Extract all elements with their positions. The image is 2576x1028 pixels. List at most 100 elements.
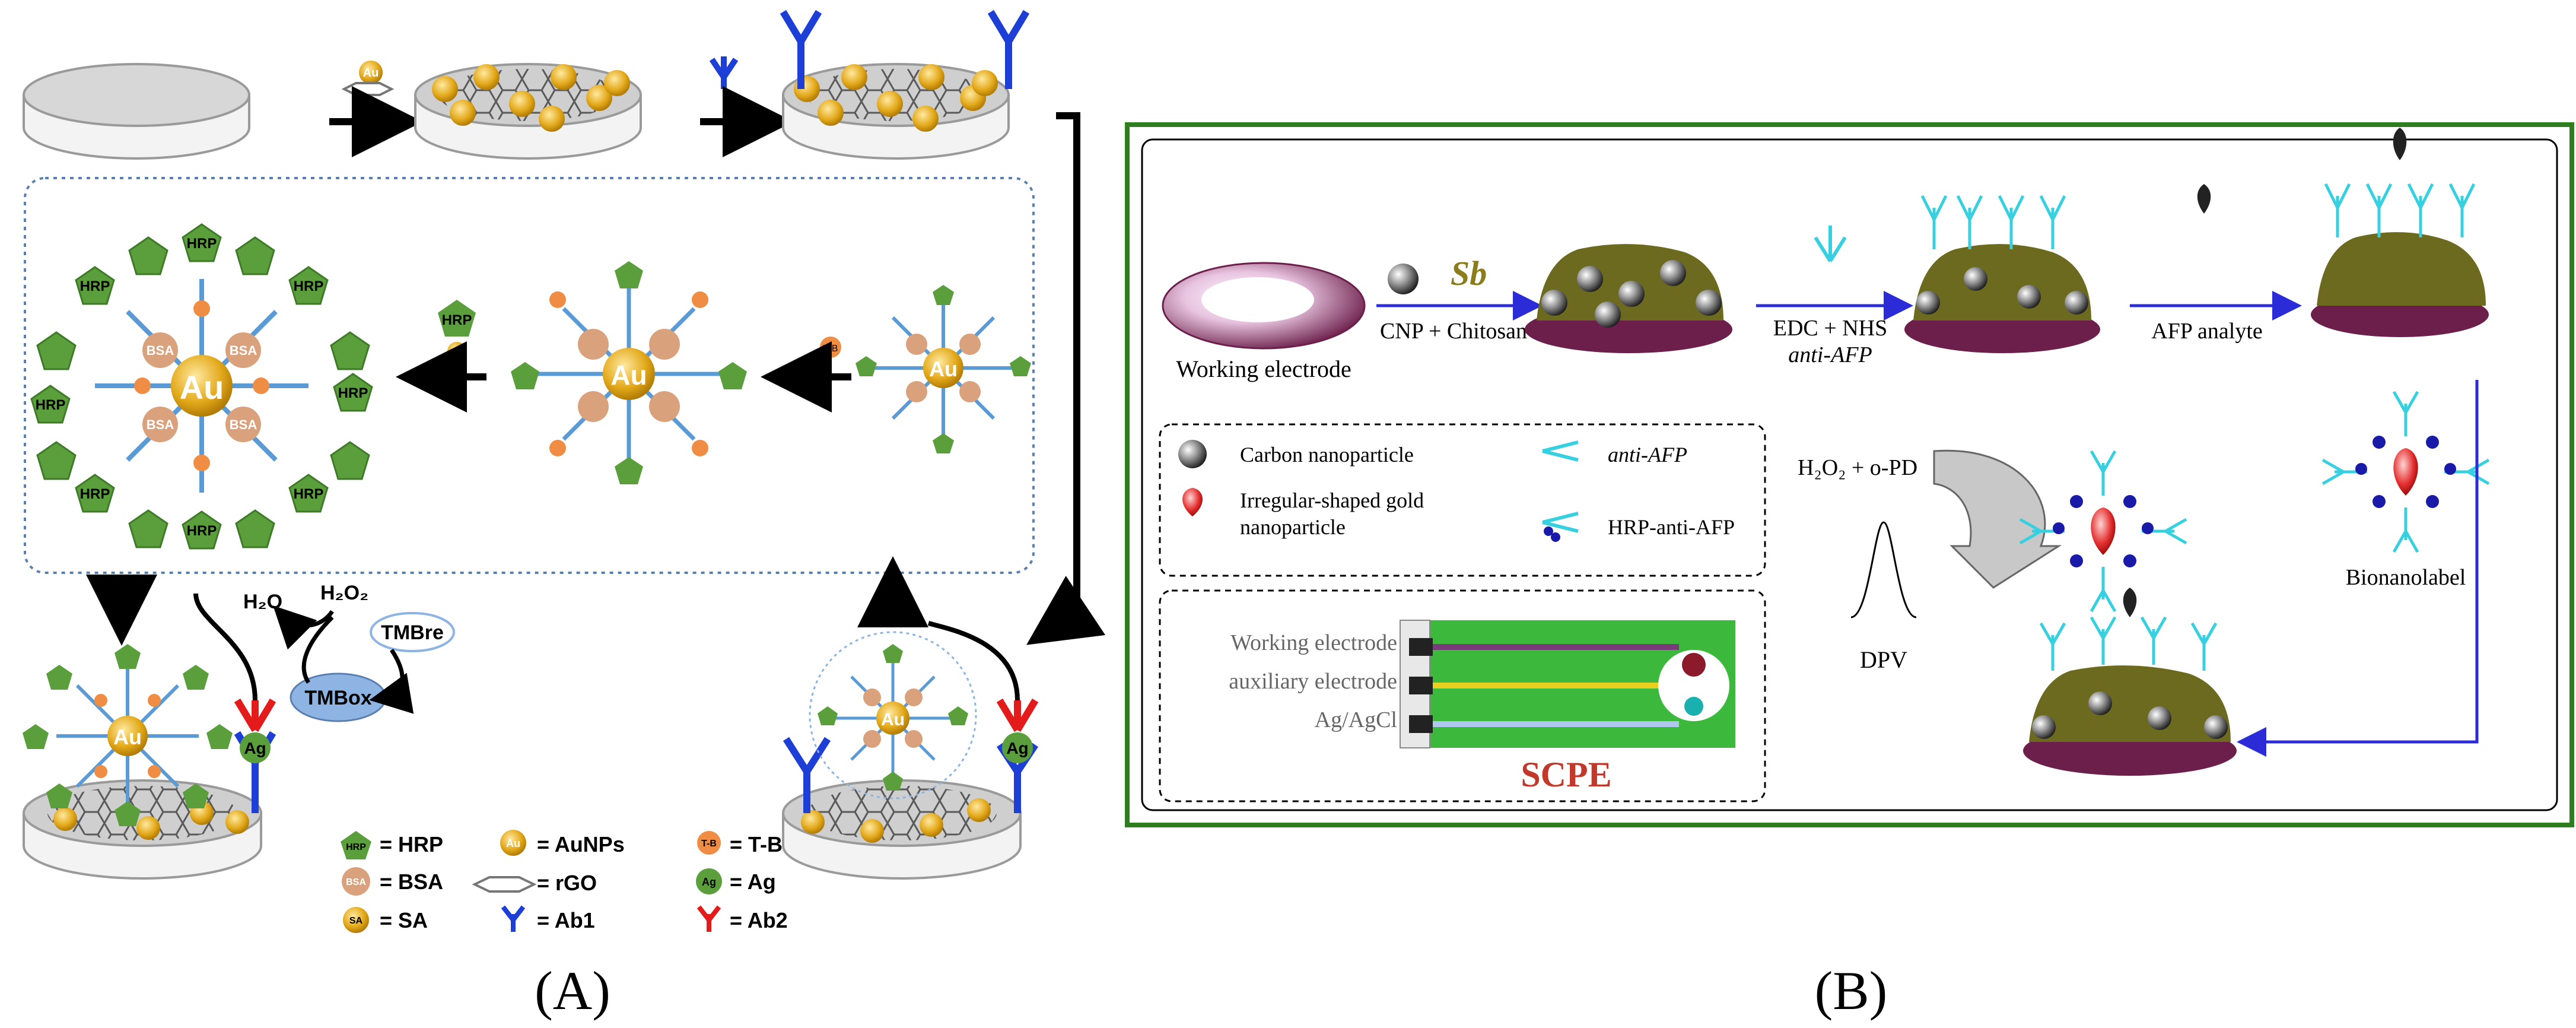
bare-electrode <box>23 63 250 160</box>
medium-conjugate: Au <box>511 261 747 484</box>
rgo-au-electrode <box>414 63 642 160</box>
svg-text:HRP: HRP <box>442 312 472 328</box>
svg-text:HRP: HRP <box>346 842 366 852</box>
label-working-electrode: Working electrode <box>1176 356 1351 382</box>
svg-text:SA: SA <box>451 347 463 357</box>
caption-b: (B) <box>1815 960 1888 1021</box>
legend-rgo: = rGO <box>472 871 597 895</box>
final-electrode: Ag Au <box>23 593 276 880</box>
cnp-icon <box>1388 264 1419 294</box>
svg-text:SA: SA <box>349 916 363 926</box>
svg-text:= HRP: = HRP <box>380 832 443 856</box>
afp-icon <box>2197 184 2211 214</box>
svg-text:T-B: T-B <box>823 344 838 354</box>
svg-text:Ag: Ag <box>1006 739 1028 757</box>
panel-b-frame <box>1125 122 2574 827</box>
label-scpe: SCPE <box>1521 755 1611 794</box>
svg-text:= T-B: = T-B <box>730 832 783 856</box>
svg-text:Au: Au <box>363 66 379 80</box>
modified-electrode-1 <box>1525 244 1732 353</box>
svg-text:Au: Au <box>113 725 142 749</box>
svg-text:H₂O₂: H₂O₂ <box>320 582 368 604</box>
large-conjugate: HRP HRP HRP HRP HRP HRP HRP HRP BSA BSA … <box>30 223 373 550</box>
dpv-peak <box>1850 521 1917 618</box>
sandwich-electrode <box>2023 588 2237 776</box>
label-bionanolabel: Bionanolabel <box>2346 565 2466 590</box>
svg-text:TMBox: TMBox <box>304 687 371 709</box>
svg-text:T-B: T-B <box>701 839 717 849</box>
legend-tb: T-B = T-B <box>697 831 783 856</box>
label-h2o2-opd: H₂O₂ + o-PD <box>1798 455 1917 480</box>
assembly-box <box>24 177 1035 574</box>
panel-b: Working electrode Sb CNP + Chitosan EDC … <box>1125 122 2574 1021</box>
svg-text:Au: Au <box>506 837 520 849</box>
svg-text:auxiliary electrode: auxiliary electrode <box>1229 669 1397 694</box>
modified-electrode-3 <box>2311 128 2489 337</box>
svg-text:Au: Au <box>610 360 647 391</box>
svg-text:TMBre: TMBre <box>381 621 444 644</box>
svg-text:= Ab1: = Ab1 <box>537 908 595 932</box>
bionanolabel: Bionanolabel <box>2321 391 2490 590</box>
svg-text:BSA: BSA <box>230 417 257 432</box>
connector-arrow <box>1026 112 1106 645</box>
svg-text:BSA: BSA <box>230 343 257 358</box>
svg-text:HRP: HRP <box>294 486 324 502</box>
svg-text:H₂O: H₂O <box>243 591 282 613</box>
legend-anti-afp-icon <box>1542 440 1579 462</box>
tb-reagent: T-B <box>820 337 841 358</box>
small-conjugate: Au <box>856 285 1031 453</box>
legend-ab1: = Ab1 <box>501 905 595 932</box>
panel-a-legend: HRP = HRP BSA = BSA SA = SA Au = AuNPs =… <box>341 830 788 933</box>
caption-a: (A) <box>535 960 610 1021</box>
svg-text:HRP: HRP <box>338 385 368 401</box>
legend-ab2: = Ab2 <box>697 905 788 932</box>
redox-cycle: H₂O H₂O₂ TMBre TMBox <box>243 582 455 722</box>
svg-text:BSA: BSA <box>147 343 174 358</box>
working-electrode-icon: Working electrode <box>1162 262 1366 382</box>
legend-hrp-anti-afp-icon <box>1542 512 1579 542</box>
label-cnp-chitosan: CNP + Chitosan <box>1380 319 1527 344</box>
legend-gold-text-1: Irregular-shaped gold <box>1240 488 1424 512</box>
svg-text:HRP: HRP <box>80 278 110 294</box>
svg-text:HRP: HRP <box>36 397 66 413</box>
svg-text:Au: Au <box>881 710 905 729</box>
reaction-arrow <box>1933 449 2062 589</box>
scpe-labels: Working electrode auxiliary electrode Ag… <box>1229 630 1397 732</box>
svg-text:Ag/AgCl: Ag/AgCl <box>1315 707 1397 732</box>
svg-text:Working electrode: Working electrode <box>1230 630 1397 655</box>
svg-text:Ag: Ag <box>702 876 716 888</box>
svg-text:Ag: Ag <box>244 739 266 757</box>
legend-ag: Ag = Ag <box>696 868 776 894</box>
label-anti-afp-step: anti-AFP <box>1788 342 1872 367</box>
panel-a: Au <box>23 9 1106 1021</box>
svg-text:BSA: BSA <box>346 877 366 887</box>
sb-label: Sb <box>1451 254 1487 293</box>
legend-aunps: Au = AuNPs <box>500 830 625 856</box>
ab1-icon <box>709 56 739 89</box>
legend-bsa: BSA = BSA <box>342 867 443 896</box>
legend-cnp-text: Carbon nanoparticle <box>1240 443 1414 467</box>
modified-electrode-2 <box>1904 195 2100 353</box>
anti-afp-icon <box>1814 226 1847 262</box>
scpe-board <box>1400 620 1735 748</box>
svg-text:BSA: BSA <box>147 417 174 432</box>
ab1-electrode <box>780 9 1030 160</box>
svg-text:= Ab2: = Ab2 <box>730 908 788 932</box>
label-afp-analyte: AFP analyte <box>2151 319 2263 344</box>
svg-text:HRP: HRP <box>294 278 324 294</box>
legend-gold-text-2: nanoparticle <box>1240 515 1346 539</box>
svg-text:HRP: HRP <box>80 486 110 502</box>
legend-hrp: HRP = HRP <box>341 831 443 859</box>
svg-text:= AuNPs: = AuNPs <box>537 832 625 856</box>
captured-electrode: Ag Au <box>782 621 1039 880</box>
svg-text:= SA: = SA <box>380 908 428 932</box>
legend-hrp-anti-afp-text: HRP-anti-AFP <box>1608 515 1735 539</box>
svg-text:= Ag: = Ag <box>730 870 776 894</box>
svg-text:= rGO: = rGO <box>537 871 597 895</box>
legend-anti-afp-text: anti-AFP <box>1608 443 1687 467</box>
label-dpv: DPV <box>1860 646 1907 673</box>
scpe-box <box>1159 589 1766 802</box>
hrp-sa-reagent: HRP SA <box>438 300 476 361</box>
legend-sa: SA = SA <box>343 907 428 933</box>
